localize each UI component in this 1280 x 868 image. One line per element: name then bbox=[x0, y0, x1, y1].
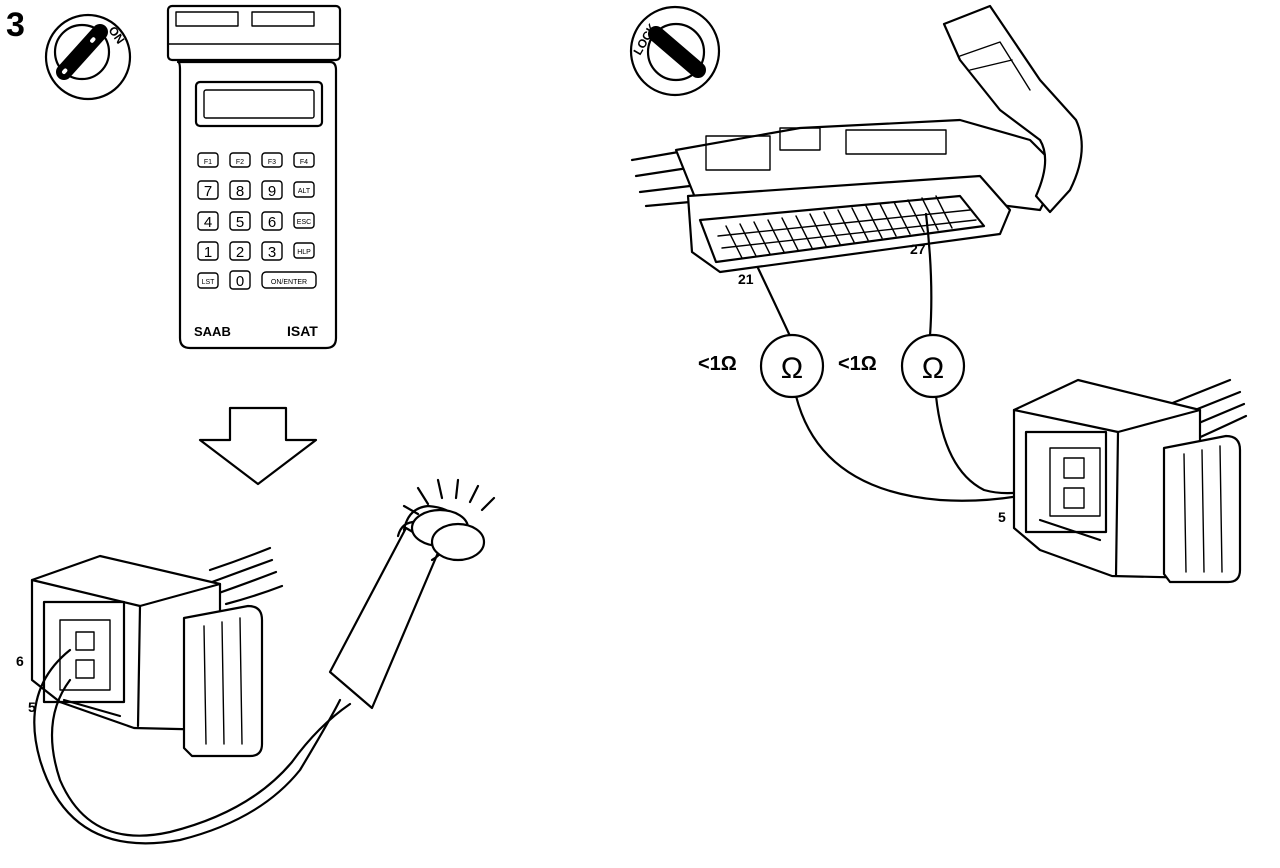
key-f3: F3 bbox=[268, 159, 276, 166]
step-number: 3 bbox=[6, 6, 25, 44]
ecu-pin-21-label: 21 bbox=[738, 271, 754, 287]
key-3: 3 bbox=[268, 244, 276, 261]
key-7: 7 bbox=[204, 183, 212, 200]
key-9: 9 bbox=[268, 183, 276, 200]
key-on-enter: ON/ENTER bbox=[271, 279, 307, 286]
meter-2-reading: <1Ω bbox=[838, 353, 877, 375]
left-pin-5-label: 5 bbox=[28, 699, 36, 715]
left-pin-6-label: 6 bbox=[16, 653, 24, 669]
meter-1-ohm-icon: Ω bbox=[781, 352, 803, 385]
tester-keypad: F1 F2 F3 F4 7 8 9 ALT 4 5 6 ESC 1 bbox=[197, 152, 317, 290]
left-connector: 6 5 bbox=[16, 478, 496, 845]
key-f1: F1 bbox=[204, 159, 212, 166]
key-0: 0 bbox=[236, 273, 244, 290]
key-8: 8 bbox=[236, 183, 244, 200]
key-4: 4 bbox=[204, 214, 212, 231]
tester-model: ISAT bbox=[287, 323, 318, 339]
ohmmeter-1: <1Ω Ω bbox=[698, 333, 825, 399]
meter-1-reading: <1Ω bbox=[698, 353, 737, 375]
key-lst: LST bbox=[202, 279, 216, 286]
key-5: 5 bbox=[236, 214, 244, 231]
key-f2: F2 bbox=[236, 159, 244, 166]
key-1: 1 bbox=[204, 244, 212, 261]
ecu-pin-27-label: 27 bbox=[910, 241, 926, 257]
key-alt: ALT bbox=[298, 188, 311, 195]
right-pin-5-label: 5 bbox=[998, 509, 1006, 525]
isat-tester: F1 F2 F3 F4 7 8 9 ALT 4 5 6 ESC 1 bbox=[166, 4, 342, 350]
ignition-switch-on-icon: ON bbox=[44, 13, 132, 101]
key-hlp: HLP bbox=[297, 249, 311, 256]
meter-2-ohm-icon: Ω bbox=[922, 352, 944, 385]
key-esc: ESC bbox=[297, 219, 311, 226]
tester-brand: SAAB bbox=[194, 324, 231, 339]
ecu-connector: 21 27 bbox=[630, 4, 1083, 287]
down-arrow-icon bbox=[198, 406, 318, 486]
ohmmeter-2: <1Ω Ω bbox=[838, 333, 966, 399]
ignition-switch-lock-icon: LOCK bbox=[629, 5, 721, 97]
right-connector: 5 bbox=[998, 378, 1248, 584]
key-f4: F4 bbox=[300, 159, 308, 166]
key-2: 2 bbox=[236, 244, 244, 261]
key-6: 6 bbox=[268, 214, 276, 231]
